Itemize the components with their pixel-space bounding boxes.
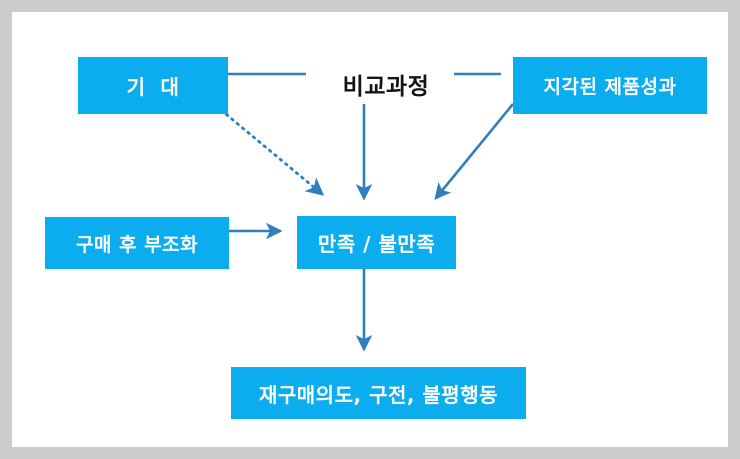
node-comparison-label: 비교과정 [342,74,430,100]
node-perceived-performance[interactable]: 지각된 제품성과 [513,57,707,114]
node-satisfaction-dissatisfaction-label: 만족 / 불만족 [317,232,436,256]
edge-expectation-to-satisfaction [219,108,325,196]
node-comparison: 비교과정 [318,64,454,104]
node-satisfaction-dissatisfaction[interactable]: 만족 / 불만족 [297,216,456,269]
node-expectation-label: 기 대 [126,75,180,99]
node-expectation[interactable]: 기 대 [78,57,228,114]
diagram-canvas: 기 대 비교과정 지각된 제품성과 구매 후 부조화 만족 / 불만족 재구매의… [12,12,728,447]
edge-layer [216,72,515,352]
node-perceived-performance-label: 지각된 제품성과 [543,76,677,98]
node-post-purchase-dissonance[interactable]: 구매 후 부조화 [45,217,229,269]
node-outcome-behaviors-label: 재구매의도, 구전, 불평행동 [258,382,499,407]
edge-performance-to-satisfaction [434,103,515,201]
node-post-purchase-dissonance-label: 구매 후 부조화 [75,233,199,256]
node-outcome-behaviors[interactable]: 재구매의도, 구전, 불평행동 [231,367,526,419]
